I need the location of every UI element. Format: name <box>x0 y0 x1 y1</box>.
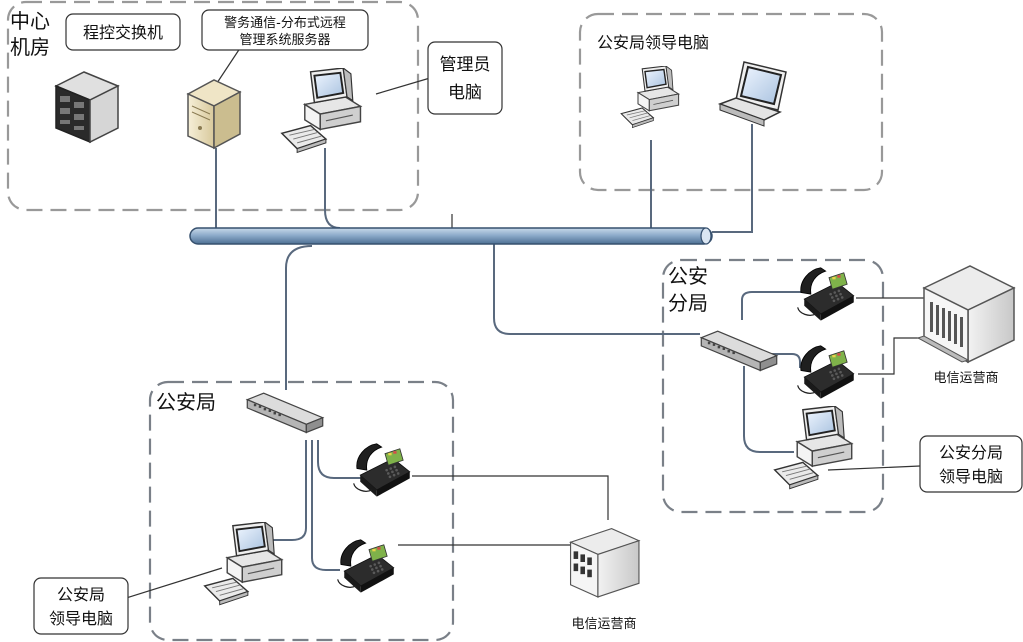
leader-laptop-device <box>717 61 787 127</box>
bureau-phone-2 <box>336 539 395 594</box>
server-device <box>186 79 242 150</box>
bureau-leader-pc-label-2: 领导电脑 <box>49 609 113 628</box>
phone-lines <box>119 23 924 601</box>
zone-branch-label-2: 分局 <box>668 291 708 315</box>
admin-pc-device <box>280 68 362 154</box>
bureau-leader-pc-label-box <box>33 577 129 635</box>
bureau-phone-1 <box>352 443 411 498</box>
bureau-leader-pc-device <box>203 522 283 606</box>
branch-leader-pc-label-2: 领导电脑 <box>939 467 1003 486</box>
carrier-branch-label: 电信运营商 <box>933 371 998 386</box>
branch-leader-pc-device <box>773 406 853 490</box>
server-label-box <box>201 9 369 51</box>
zone-bureau-label: 公安局 <box>156 390 216 414</box>
server-label-1: 警务通信-分布式远程 <box>224 15 346 31</box>
zone-center-room <box>6 0 420 212</box>
zone-leader-label: 公安局领导电脑 <box>597 33 709 52</box>
branch-network-switch <box>700 330 778 372</box>
admin-pc-label-2: 电脑 <box>448 83 482 103</box>
server-label-2: 管理系统服务器 <box>239 32 330 48</box>
zone-center-label-2: 机房 <box>10 35 50 59</box>
bureau-network-switch <box>246 392 324 434</box>
zone-branch <box>661 258 885 514</box>
bureau-leader-pc-label-1: 公安局 <box>57 585 105 604</box>
admin-pc-label-box <box>427 41 503 115</box>
zone-center-label-1: 中心 <box>10 9 50 33</box>
admin-pc-label-1: 管理员 <box>440 55 491 75</box>
branch-leader-pc-label-1: 公安分局 <box>939 443 1003 462</box>
zone-branch-label-1: 公安 <box>668 264 708 288</box>
carrier-building-branch <box>916 265 1016 364</box>
branch-phone-2 <box>796 345 855 400</box>
branch-phone-1 <box>796 267 855 322</box>
pbx-label: 程控交换机 <box>83 23 163 42</box>
network-backbone <box>189 227 713 245</box>
pbx-label-box <box>65 13 181 51</box>
branch-leader-pc-label-box <box>919 435 1023 493</box>
pbx-switch-device <box>54 71 120 144</box>
carrier-building-bureau <box>569 527 640 598</box>
carrier-bureau-label: 电信运营商 <box>571 617 636 632</box>
zone-bureau <box>148 380 455 642</box>
leader-desktop-device <box>620 66 680 129</box>
zone-bureau-leader <box>578 12 884 192</box>
